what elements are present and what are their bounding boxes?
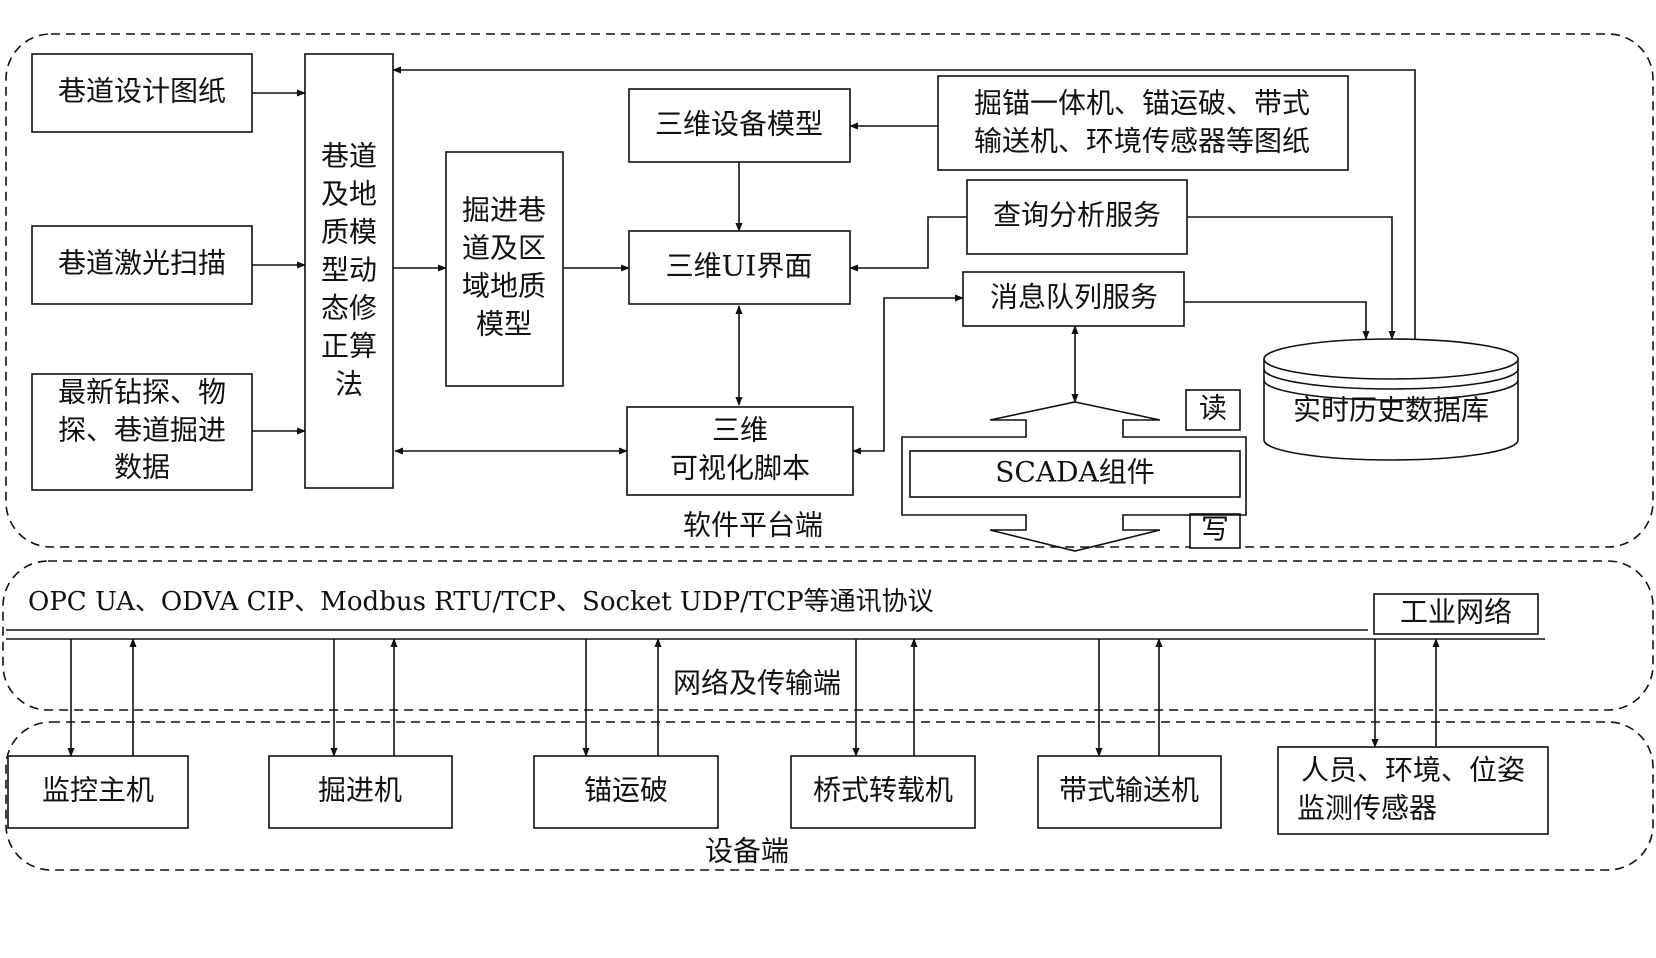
database-label: 实时历史数据库 [1293,394,1489,427]
drawings-box [937,75,1349,171]
scada-inner-box [909,450,1241,498]
device-label-monitor: 监控主机 [42,774,154,807]
device-box-sensors [1277,746,1549,835]
algorithm-box [304,53,394,489]
arrow-script-mq [852,294,964,455]
geomodel-line-4: 模型 [476,308,532,341]
sensor-line-1: 人员、环境、位姿 [1301,754,1525,787]
read-box [1185,389,1241,431]
network-region-label: 网络及传输端 [673,667,841,700]
device-box-bridge [790,755,976,829]
algorithm-line-6: 正算 [321,330,377,363]
write-box [1189,513,1241,549]
mq-label: 消息队列服务 [990,281,1158,314]
arrow-query-to-db [1187,216,1396,340]
algorithm-line-4: 型动 [321,254,377,287]
write-label: 写 [1201,513,1229,546]
arrow-query-to-ui [849,216,967,272]
ui-box [628,230,851,305]
algorithm-line-2: 及地 [321,178,377,211]
equipment-model-label: 三维设备模型 [655,108,823,141]
drilling-line-3: 数据 [114,451,170,484]
device-box-belt [1037,755,1222,829]
equipment-model-box [628,88,851,163]
drawings-line-1: 掘锚一体机、锚运破、带式 [974,87,1310,120]
network-region [2,560,1654,711]
drilling-line-2: 探、巷道掘进 [58,414,226,447]
design-drawing-label: 巷道设计图纸 [58,75,226,108]
algorithm-line-7: 法 [335,368,363,401]
ui-label: 三维UI界面 [666,250,813,283]
device-box-monitor [7,755,189,829]
device-box-roadheader [268,755,453,829]
industrial-net-label: 工业网络 [1400,596,1512,629]
device-region-label: 设备端 [705,835,789,868]
laser-scan-label: 巷道激光扫描 [58,247,226,280]
device-box-bolter [533,755,719,829]
algorithm-line-3: 质模 [321,216,377,249]
device-label-bolter: 锚运破 [584,774,668,807]
algorithm-line-5: 态修 [321,292,377,325]
geomodel-line-2: 道及区 [462,232,546,265]
scada-label: SCADA组件 [995,456,1155,489]
device-label-bridge: 桥式转载机 [813,774,953,807]
design-drawing-box [31,53,253,133]
software-region-label: 软件平台端 [683,509,823,542]
device-region [5,721,1654,871]
script-line-2: 可视化脚本 [670,452,810,485]
database-cylinder [1263,338,1519,461]
script-line-1: 三维 [712,414,768,447]
mq-box [962,271,1185,327]
arrow-mq-to-db [1184,301,1370,340]
arrow-db-to-algo [392,66,1416,339]
drawings-line-2: 输送机、环境传感器等图纸 [974,125,1310,158]
geomodel-line-1: 掘进巷 [462,194,546,227]
device-label-belt: 带式输送机 [1059,774,1199,807]
sensor-line-2: 监测传感器 [1297,792,1437,825]
script-box [626,406,854,496]
drilling-line-1: 最新钻探、物 [58,376,226,409]
geomodel-line-3: 域地质 [462,270,546,303]
industrial-net-box [1373,593,1539,635]
read-label: 读 [1199,392,1227,425]
software-region [5,33,1654,548]
drilling-data-box [31,373,253,491]
algorithm-line-1: 巷道 [321,140,377,173]
protocol-label: OPC UA、ODVA CIP、Modbus RTU/TCP、Socket UD… [28,587,934,617]
device-label-roadheader: 掘进机 [318,774,402,807]
query-label: 查询分析服务 [993,199,1161,232]
scada-frame [901,401,1247,552]
